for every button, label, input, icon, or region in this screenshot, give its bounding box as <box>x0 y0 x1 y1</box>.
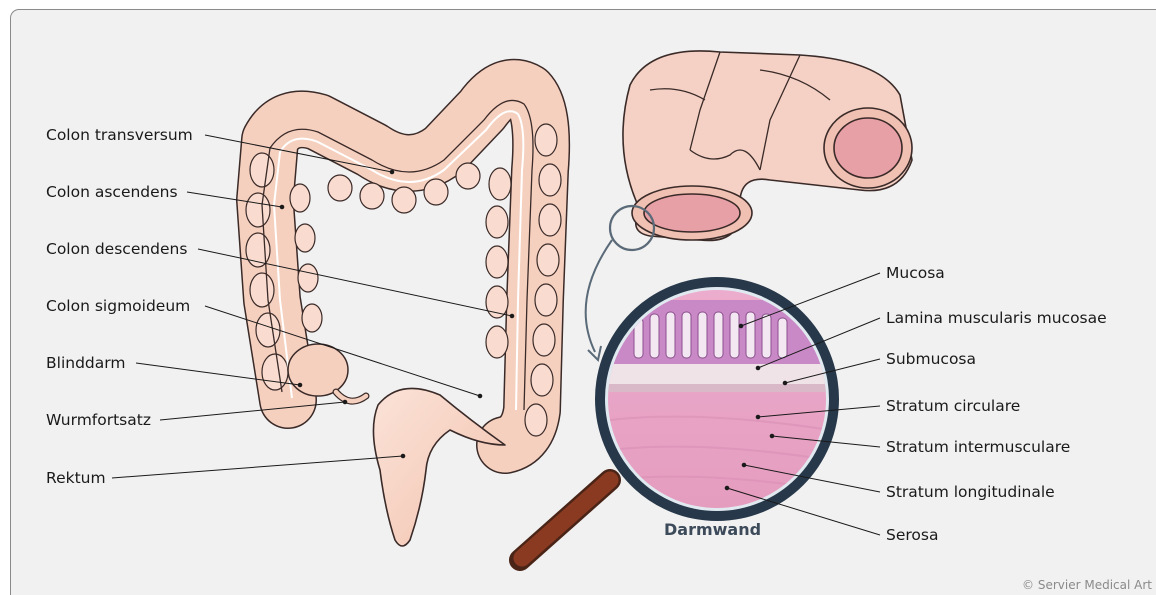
magnifier-caption: Darmwand <box>664 520 761 539</box>
magnifier <box>520 277 840 560</box>
label-colon-descendens-leader-end <box>510 314 514 318</box>
bowel-segment-3d <box>610 51 912 250</box>
label-serosa-leader-end <box>725 486 729 490</box>
label-stratum-intermusculare: Stratum intermusculare <box>886 438 1070 456</box>
label-blinddarm: Blinddarm <box>46 354 125 372</box>
label-stratum-circulare-leader-end <box>756 415 760 419</box>
label-wurmfortsatz: Wurmfortsatz <box>46 411 151 429</box>
label-wurmfortsatz-leader-end <box>343 400 347 404</box>
label-lamina-muscularis-mucosae: Lamina muscularis mucosae <box>886 309 1107 327</box>
label-stratum-intermusculare-leader-end <box>770 434 774 438</box>
label-colon-ascendens-leader-end <box>280 205 284 209</box>
label-colon-descendens: Colon descendens <box>46 240 187 258</box>
label-stratum-circulare: Stratum circulare <box>886 397 1020 415</box>
credit-line: © Servier Medical Art <box>1022 578 1152 592</box>
label-rektum-leader <box>112 456 403 478</box>
label-colon-sigmoideum-leader-end <box>478 394 482 398</box>
label-colon-ascendens: Colon ascendens <box>46 183 178 201</box>
label-wurmfortsatz-leader <box>160 402 345 420</box>
label-mucosa: Mucosa <box>886 264 945 282</box>
caecum <box>288 344 348 396</box>
label-blinddarm-leader-end <box>298 383 302 387</box>
label-colon-transversum-leader-end <box>390 170 394 174</box>
label-serosa: Serosa <box>886 526 938 544</box>
label-lamina-muscularis-mucosae-leader-end <box>756 366 760 370</box>
label-rektum: Rektum <box>46 469 106 487</box>
label-mucosa-leader-end <box>739 324 743 328</box>
label-rektum-leader-end <box>401 454 405 458</box>
label-stratum-longitudinale-leader-end <box>742 463 746 467</box>
label-submucosa-leader-end <box>783 381 787 385</box>
sigmoid-rectum <box>373 388 505 546</box>
label-colon-sigmoideum: Colon sigmoideum <box>46 297 190 315</box>
label-stratum-longitudinale: Stratum longitudinale <box>886 483 1055 501</box>
label-submucosa: Submucosa <box>886 350 976 368</box>
zoom-connector <box>586 240 612 352</box>
label-colon-transversum: Colon transversum <box>46 126 193 144</box>
